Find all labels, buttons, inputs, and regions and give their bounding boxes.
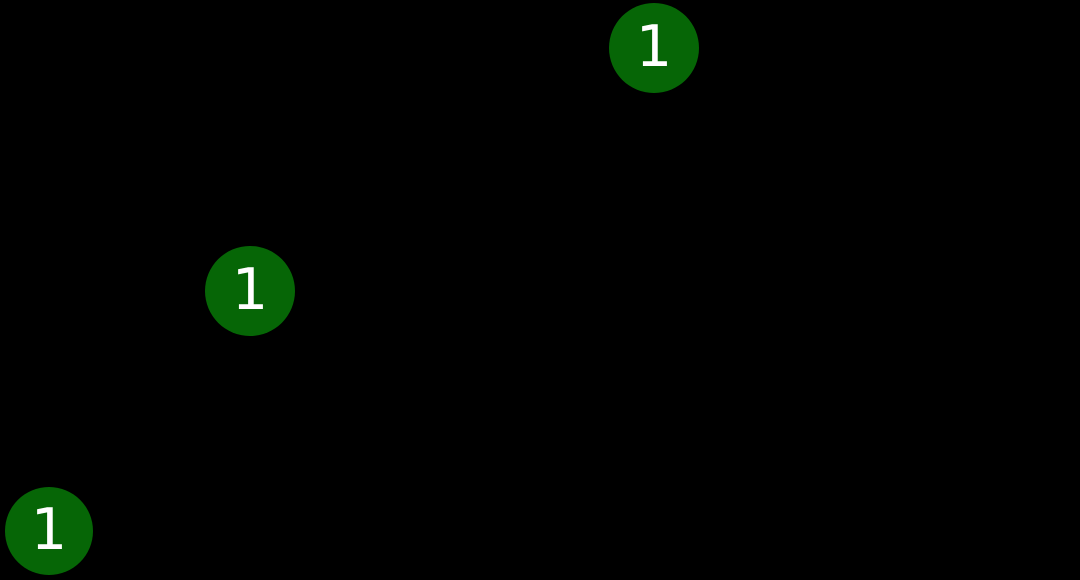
node-label: 1	[30, 496, 68, 563]
graph-node-middle[interactable]: 1	[205, 246, 295, 336]
node-label: 1	[635, 13, 673, 80]
graph-node-top[interactable]: 1	[609, 3, 699, 93]
graph-node-bottom-left[interactable]: 1	[5, 487, 93, 575]
node-label: 1	[231, 256, 269, 323]
